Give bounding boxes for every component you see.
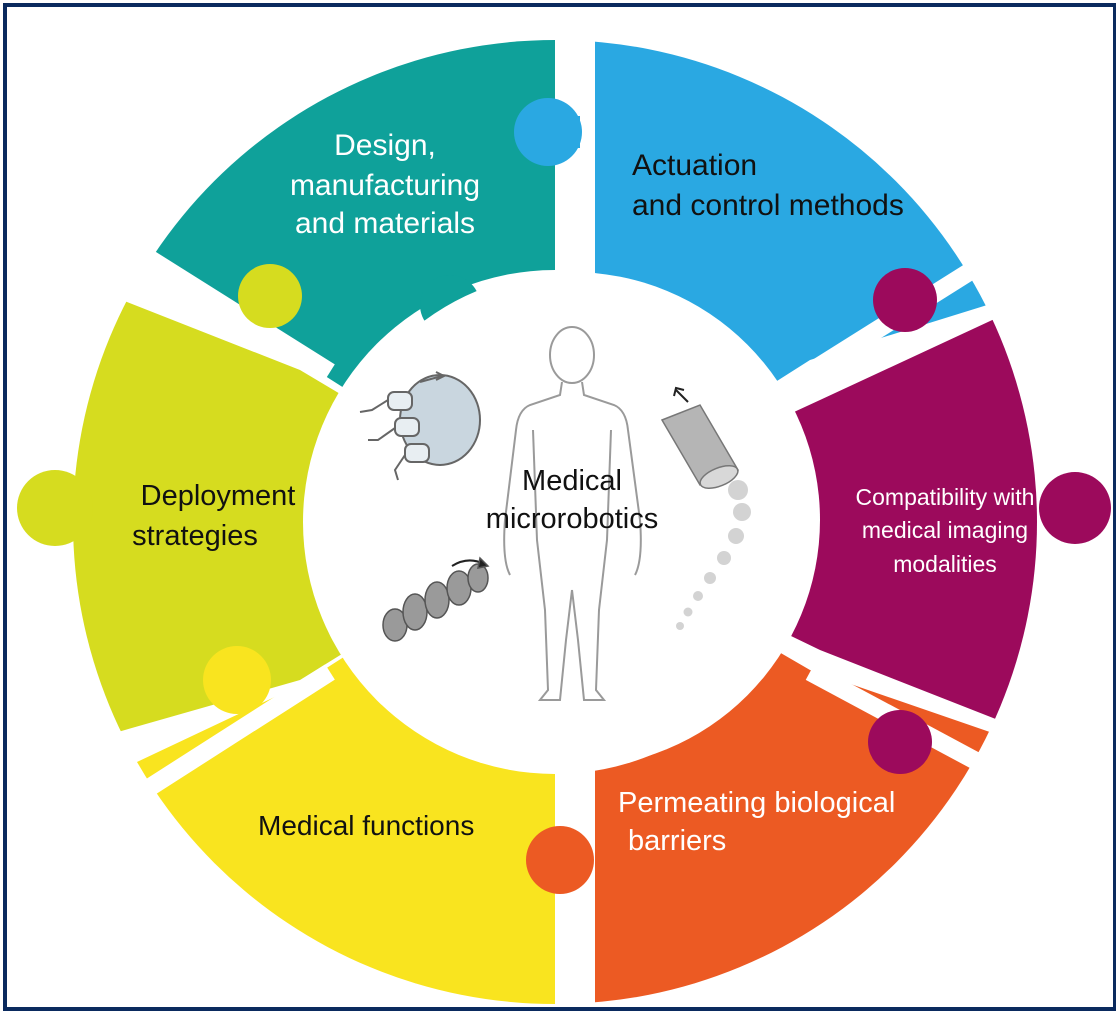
crawler-robot-icon bbox=[359, 371, 481, 481]
label-imaging: Compatibility with medical imaging modal… bbox=[856, 484, 1035, 577]
label-deployment-line2: strategies bbox=[132, 520, 258, 552]
segment-deployment bbox=[20, 260, 555, 760]
label-actuation-line1: Actuation bbox=[632, 149, 757, 182]
tube-robot-icon bbox=[660, 386, 751, 630]
label-deployment-line1: Deployment bbox=[141, 480, 296, 512]
center-title-line2: microrobotics bbox=[486, 503, 658, 535]
label-barriers: Permeating biological barriers bbox=[618, 787, 895, 857]
label-design-line2: manufacturing bbox=[290, 169, 480, 202]
label-barriers-line1: Permeating biological bbox=[618, 787, 895, 819]
label-actuation: Actuation and control methods bbox=[632, 149, 904, 222]
label-design: Design, manufacturing and materials bbox=[290, 129, 480, 240]
label-functions: Medical functions bbox=[258, 810, 474, 841]
human-body-icon bbox=[503, 326, 642, 701]
label-barriers-line2: barriers bbox=[628, 825, 726, 857]
label-design-line1: Design, bbox=[334, 129, 436, 162]
label-imaging-line1: Compatibility with bbox=[856, 484, 1035, 510]
label-actuation-line2: and control methods bbox=[632, 189, 904, 222]
center-title-line1: Medical bbox=[522, 465, 622, 497]
label-imaging-line3: modalities bbox=[893, 551, 997, 577]
label-design-line3: and materials bbox=[295, 207, 475, 240]
helix-robot-icon bbox=[382, 556, 490, 642]
label-deployment: Deployment strategies bbox=[132, 480, 295, 552]
label-functions-line1: Medical functions bbox=[258, 810, 474, 841]
label-imaging-line2: medical imaging bbox=[862, 517, 1028, 543]
